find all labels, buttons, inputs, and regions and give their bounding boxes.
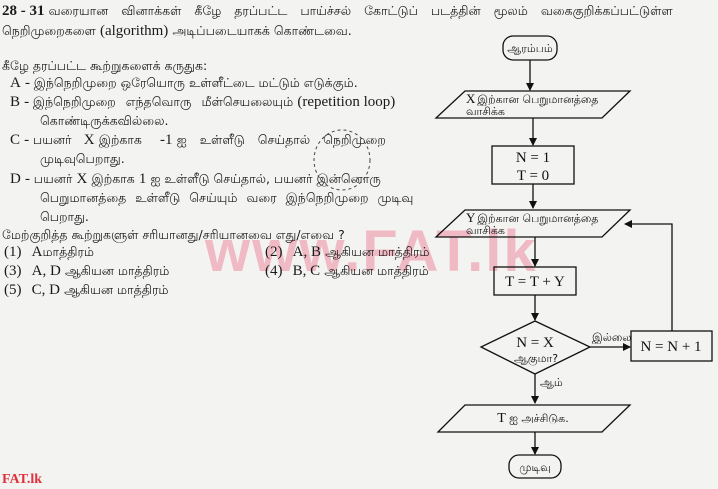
option-3[interactable]: (3) A, D ஆகியன மாத்திரம் [4, 262, 169, 280]
init-t: T = 0 [517, 168, 549, 184]
statement-b-line2: கொண்டிருக்கவில்லை. [40, 113, 169, 128]
input-x-label-2: வாசிக்க [466, 105, 505, 118]
intro-line-1: 28 - 31 வரையான வினாக்கள் கீழே தரப்பட்ட ப… [2, 2, 673, 20]
intro-text-2b: (algorithm) [99, 23, 169, 39]
statement-text: பயனர் [32, 132, 72, 147]
accumulate-process-box: T = T + Y [493, 266, 577, 296]
input-y-label-2: வாசிக்க [466, 224, 505, 237]
increment-process-box: N = N + 1 [630, 330, 713, 362]
option-letters: B, C [292, 263, 321, 279]
dashed-circle-annotation [313, 129, 371, 191]
option-letters: C, D [31, 282, 60, 298]
option-number: (4) [265, 263, 283, 279]
option-text: ஆகியன மாத்திரம் [324, 263, 429, 278]
statement-text: இற்காக [98, 132, 142, 147]
option-number: (3) [4, 263, 22, 279]
question-range: 28 - 31 [2, 3, 45, 19]
yes-label: ஆம் [540, 376, 563, 389]
var-x: X [83, 132, 95, 148]
statement-c: C - பயனர் X இற்காக -1 ஐ உள்ளீடு செய்தால்… [10, 132, 386, 148]
option-number: (5) [4, 282, 22, 298]
statement-a: A - இந்நெறிமுறை ஒரேயொரு உள்ளீட்டை மட்டும… [10, 75, 358, 91]
option-4[interactable]: (4) B, C ஆகியன மாத்திரம் [265, 262, 429, 280]
intro-line-2: நெறிமுறைகளை (algorithm) அடிப்படையாகக் கொ… [2, 22, 352, 40]
statement-b: B - இந்நெறிமுறை எந்தவொரு மீள்செயலையும் (… [10, 94, 396, 110]
no-label: இல்லை [592, 331, 631, 344]
footer-watermark: FAT.lk [2, 472, 43, 487]
loop-back-arrow [624, 220, 673, 331]
statement-text-en: (repetition loop) [297, 94, 396, 110]
option-number: (1) [4, 244, 22, 260]
statement-label: B [10, 94, 21, 110]
option-text: ஆகியன மாத்திரம் [325, 244, 430, 259]
start-terminal: ஆரம்பம் [502, 35, 558, 61]
statement-text: இற்காக [91, 171, 135, 186]
question-prompt: மேற்குறித்த கூற்றுகளுள் சரியானது/சரியானவ… [2, 227, 345, 242]
statement-d-line2: பெறுமானத்தை உள்ளீடு செய்யும் வரை இந்நெறி… [40, 190, 414, 205]
option-letters: A, B [292, 244, 321, 260]
option-5[interactable]: (5) C, D ஆகியன மாத்திரம் [4, 281, 168, 299]
statement-label: A [10, 75, 21, 91]
end-terminal: முடிவு [508, 454, 562, 479]
statement-text: ஐ உள்ளீடு செய்தால் நெறிமுறை [176, 132, 386, 147]
statement-label: C [10, 132, 21, 148]
input-value: -1 [160, 132, 173, 148]
output-parallelogram: T ஐ அச்சிடுக. [436, 404, 632, 433]
var-x: X [76, 171, 88, 187]
start-label: ஆரம்பம் [507, 42, 553, 55]
statement-text: இந்நெறிமுறை ஒரேயொரு உள்ளீட்டை மட்டும் எட… [33, 75, 358, 90]
intro-text-2a: நெறிமுறைகளை [2, 23, 96, 38]
option-text: ஆகியன மாத்திரம் [64, 282, 169, 297]
consider-heading: கீழே தரப்பட்ட கூற்றுகளைக் கருதுக: [2, 58, 208, 73]
option-letters: A [31, 244, 43, 260]
end-label: முடிவு [519, 461, 551, 474]
option-number: (2) [265, 244, 283, 260]
accumulate-label: T = T + Y [505, 274, 565, 290]
intro-text-1: வரையான வினாக்கள் கீழே தரப்பட்ட பாய்ச்சல்… [48, 3, 673, 18]
option-2[interactable]: (2) A, B ஆகியன மாத்திரம் [265, 243, 429, 261]
option-letters: A, D [31, 263, 61, 279]
decision-condition: N = X [516, 335, 554, 351]
statement-c-line2: முடிவுபெறாது. [40, 151, 125, 166]
decision-diamond: N = X ஆகுமா? [479, 320, 592, 375]
init-n: N = 1 [516, 150, 550, 166]
statement-d-line3: பெறாது. [40, 209, 89, 224]
decision-question: ஆகுமா? [514, 352, 558, 367]
option-text: ஆகியன மாத்திரம் [64, 263, 170, 278]
option-1[interactable]: (1) Aமாத்திரம் [4, 243, 94, 261]
statement-label: D [10, 171, 21, 187]
intro-text-2c: அடிப்படையாகக் கொண்டவை. [172, 23, 352, 38]
output-label: T ஐ அச்சிடுக. [497, 411, 568, 426]
init-process-box: N = 1 T = 0 [491, 145, 575, 185]
watermark: www.FAT.lk [205, 219, 538, 284]
statement-text: பயனர் [33, 171, 73, 186]
option-text: மாத்திரம் [42, 244, 94, 259]
input-value: 1 [138, 171, 147, 187]
statement-text: இந்நெறிமுறை எந்தவொரு மீள்செயலையும் [32, 94, 294, 109]
increment-label: N = N + 1 [640, 339, 701, 355]
